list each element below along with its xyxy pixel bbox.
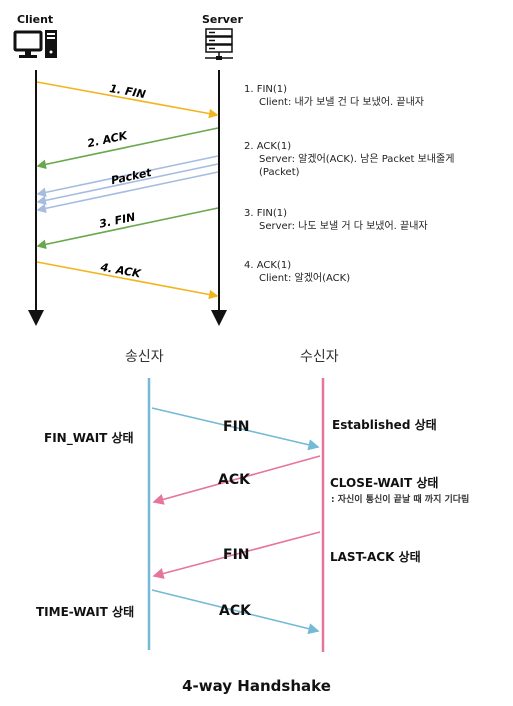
fin3-arrow bbox=[36, 207, 219, 250]
diagram-caption: 4-way Handshake bbox=[182, 677, 331, 695]
bottom-fin-label-2: FIN bbox=[223, 547, 250, 563]
ack2-label: 2. ACK bbox=[86, 129, 130, 150]
server-title: Server bbox=[202, 13, 243, 26]
receiver-close-wait-note: : 자신이 통신이 끝날 때 까지 기다림 bbox=[331, 495, 470, 505]
fin1-arrow bbox=[36, 81, 219, 119]
note-1: 1. FIN(1) Client: 내가 보낼 건 다 보냈어. 끝내자 bbox=[244, 83, 424, 109]
fin1-label: 1. FIN bbox=[109, 82, 147, 101]
bottom-ack-label-1: ACK bbox=[218, 472, 250, 488]
ack2-arrow bbox=[36, 127, 219, 170]
sender-title: 송신자 bbox=[125, 349, 164, 365]
bottom-ack-arrow-2 bbox=[151, 589, 320, 635]
receiver-title: 수신자 bbox=[300, 349, 339, 365]
bottom-ack-label-2: ACK bbox=[219, 603, 251, 619]
note-2-line-1: Server: 알겠어(ACK). 남은 Packet 보내줄게 bbox=[259, 154, 455, 165]
bottom-ack-arrow-1 bbox=[152, 455, 321, 505]
sender-state-time-wait: TIME-WAIT 상태 bbox=[36, 605, 135, 619]
note-4: 4. ACK(1) Client: 알겠어(ACK) bbox=[244, 259, 350, 285]
bottom-fin-arrow-1 bbox=[151, 407, 320, 451]
bottom-fin-label-1: FIN bbox=[223, 419, 250, 435]
note-4-title: 4. ACK(1) bbox=[244, 260, 292, 271]
note-2-title: 2. ACK(1) bbox=[244, 141, 292, 152]
note-4-line-1: Client: 알겠어(ACK) bbox=[259, 273, 351, 284]
note-2: 2. ACK(1) Server: 알겠어(ACK). 남은 Packet 보내… bbox=[244, 140, 454, 179]
note-3-title: 3. FIN(1) bbox=[244, 208, 288, 219]
fin3-label: 3. FIN bbox=[98, 210, 136, 230]
server-icon bbox=[205, 28, 233, 60]
receiver-state-last-ack: LAST-ACK 상태 bbox=[330, 550, 421, 564]
sender-state-fin-wait: FIN_WAIT 상태 bbox=[44, 431, 134, 445]
ack4-arrow bbox=[36, 261, 219, 300]
note-2-line-2: (Packet) bbox=[259, 167, 300, 178]
packet-arrow-1 bbox=[36, 155, 219, 198]
note-1-title: 1. FIN(1) bbox=[244, 84, 288, 95]
note-3-line-1: Server: 나도 보낼 거 다 보냈어. 끝내자 bbox=[259, 221, 428, 232]
packet-arrow-2 bbox=[36, 163, 219, 206]
note-3: 3. FIN(1) Server: 나도 보낼 거 다 보냈어. 끝내자 bbox=[244, 207, 428, 233]
packet-arrow-3 bbox=[36, 171, 219, 214]
note-1-line-1: Client: 내가 보낼 건 다 보냈어. 끝내자 bbox=[259, 97, 424, 108]
bottom-fin-arrow-2 bbox=[152, 531, 321, 579]
receiver-state-close-wait: CLOSE-WAIT 상태 bbox=[330, 476, 439, 490]
packet-label: Packet bbox=[110, 166, 153, 187]
client-computer-icon bbox=[13, 30, 57, 58]
client-title: Client bbox=[17, 13, 54, 26]
receiver-state-established: Established 상태 bbox=[332, 418, 437, 432]
